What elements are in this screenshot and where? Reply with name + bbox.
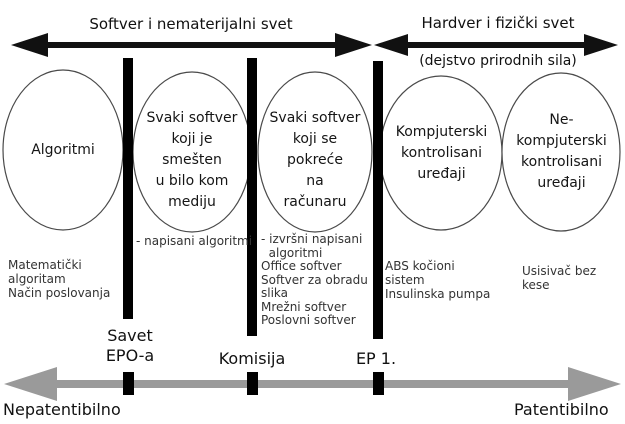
ellipse-label-kompjuterski-uredjaji: Kompjuterski kontrolisani uređaji (395, 123, 488, 182)
divider-bar-komisija (247, 58, 257, 336)
examples-softver-na-racunaru: - izvršni napisani algoritmi Office soft… (261, 232, 368, 327)
ellipse-label-softver-u-mediju: Svaki softver koji je smešten u bilo kom… (146, 109, 238, 210)
divider-label-ep1: EP 1. (355, 349, 397, 368)
bottom-axis-arrowhead-right (568, 367, 621, 401)
right-axis-arrowhead-right (584, 34, 618, 56)
ellipse-nekompjuterski-uredjaji (501, 72, 621, 232)
ellipse-label-softver-na-racunaru: Svaki softver koji se pokreće na računar… (269, 109, 361, 210)
bottom-axis-right-label: Patentibilno (514, 400, 609, 419)
bottom-axis-left-label: Nepatentibilno (3, 400, 121, 419)
bottom-axis-arrowhead-left (4, 367, 57, 401)
examples-softver-u-mediju: - napisani algoritmi (136, 234, 253, 248)
axis-tick-komisija (247, 372, 258, 395)
left-axis-label: Softver i nematerijalni svet (89, 15, 293, 33)
right-axis-sublabel: (dejstvo prirodnih sila) (419, 53, 577, 69)
left-axis-arrowhead-right (335, 33, 372, 57)
examples-nekompjuterski-uredjaji: Usisivač bez kese (522, 264, 597, 292)
ellipse-label-nekompjuterski-uredjaji: Ne- kompjuterski kontrolisani uređaji (516, 112, 607, 191)
bottom-axis-arrow (4, 367, 621, 401)
divider-label-savet-epo: Savet EPO-a (105, 326, 155, 365)
right-axis-arrowhead-left (374, 34, 408, 56)
axis-tick-savet-epo (123, 372, 134, 395)
divider-label-komisija: Komisija (218, 349, 286, 368)
divider-bar-ep1 (373, 61, 383, 339)
right-axis-label: Hardver i fizički svet (421, 14, 575, 32)
ellipse-softver-na-racunaru (257, 71, 373, 233)
left-axis-arrow (11, 33, 372, 57)
right-axis-arrow (374, 34, 618, 56)
left-axis-arrowhead-left (11, 33, 48, 57)
axis-tick-ep1 (373, 372, 384, 395)
ellipse-label-algoritmi: Algoritmi (31, 141, 95, 158)
divider-bar-savet-epo (123, 58, 133, 319)
examples-algoritmi: Matematički algoritam Način poslovanja (8, 258, 111, 300)
examples-kompjuterski-uredjaji: ABS kočioni sistem Insulinska pumpa (385, 259, 491, 301)
